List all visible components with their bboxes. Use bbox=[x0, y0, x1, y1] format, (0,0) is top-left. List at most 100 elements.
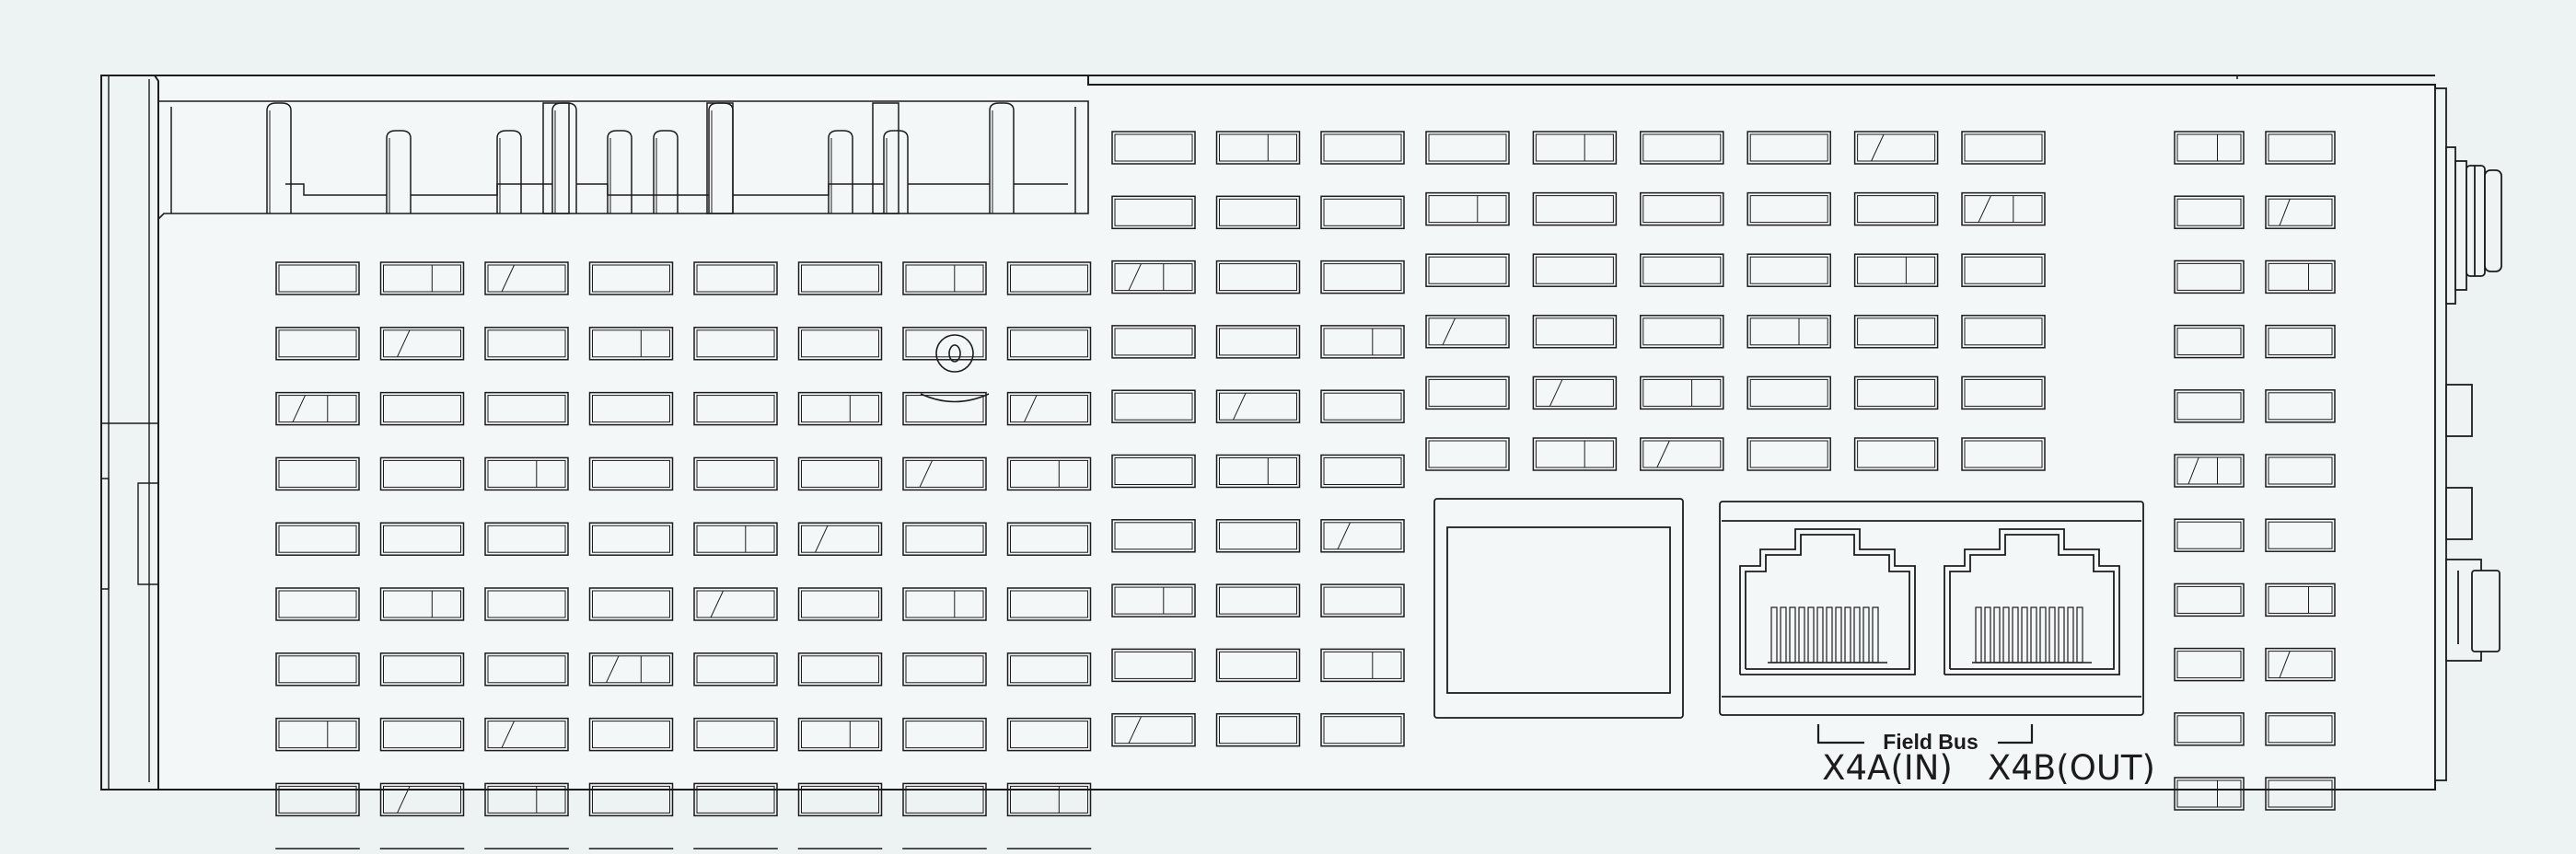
vent-slot bbox=[797, 522, 883, 556]
vent-slot bbox=[2265, 389, 2336, 423]
vent-slot bbox=[2174, 583, 2245, 617]
vent-slot bbox=[1853, 437, 1939, 471]
vent-slot-grid bbox=[275, 131, 2336, 854]
vent-slot bbox=[484, 522, 569, 556]
vent-slot bbox=[275, 782, 360, 817]
vent-slot bbox=[588, 717, 674, 752]
vent-slot bbox=[379, 327, 465, 361]
vent-slot bbox=[797, 587, 883, 621]
vent-slot bbox=[693, 327, 778, 361]
vent-slot bbox=[275, 391, 360, 426]
vent-slot bbox=[1425, 375, 1510, 410]
vent-slot bbox=[275, 522, 360, 556]
vent-slot bbox=[1111, 195, 1196, 230]
vent-slot bbox=[484, 391, 569, 426]
vent-slot bbox=[588, 782, 674, 817]
vent-slot bbox=[1746, 131, 1831, 165]
vent-slot bbox=[1853, 375, 1939, 410]
vent-slot bbox=[1215, 583, 1301, 617]
vent-slot bbox=[693, 456, 778, 491]
vent-slot bbox=[2265, 647, 2336, 682]
vent-slot bbox=[2265, 260, 2336, 294]
vent-slot bbox=[797, 652, 883, 687]
vent-slot bbox=[1853, 315, 1939, 349]
vent-slot bbox=[797, 327, 883, 361]
vent-slot bbox=[1111, 712, 1196, 747]
field-bus-label: Field Bus bbox=[1883, 730, 1978, 754]
vent-slot bbox=[1111, 325, 1196, 359]
vent-slot bbox=[1111, 519, 1196, 553]
vent-slot bbox=[2174, 389, 2245, 423]
vent-slot bbox=[484, 587, 569, 621]
heatsink-fins bbox=[170, 102, 1076, 214]
vent-slot bbox=[1532, 375, 1618, 410]
vent-slot bbox=[1006, 327, 1092, 361]
vent-slot bbox=[1961, 253, 2046, 287]
vent-slot bbox=[693, 652, 778, 687]
vent-slot bbox=[902, 717, 987, 752]
port-label-x4a: X4A(IN) bbox=[1822, 748, 1953, 788]
display-window bbox=[1433, 498, 1684, 719]
vent-slot bbox=[902, 261, 987, 295]
vent-slot bbox=[1215, 648, 1301, 683]
vent-slot bbox=[275, 456, 360, 491]
vent-slot bbox=[693, 522, 778, 556]
vent-slot bbox=[1532, 437, 1618, 471]
vent-slot bbox=[2265, 712, 2336, 746]
vent-slot bbox=[2174, 131, 2245, 165]
vent-slot bbox=[1961, 437, 2046, 471]
vent-slot bbox=[797, 456, 883, 491]
vent-slot bbox=[1961, 315, 2046, 349]
vent-slot bbox=[1853, 253, 1939, 287]
vent-slot bbox=[797, 391, 883, 426]
vent-slot bbox=[588, 522, 674, 556]
vent-slot bbox=[1320, 583, 1405, 617]
vent-slot bbox=[1425, 437, 1510, 471]
vent-slot bbox=[693, 782, 778, 817]
vent-slot bbox=[1215, 454, 1301, 489]
vent-slot bbox=[275, 652, 360, 687]
vent-slot bbox=[275, 261, 360, 295]
rj45-port-x4b[interactable] bbox=[1944, 528, 2120, 675]
vent-slot bbox=[1111, 583, 1196, 617]
vent-slot bbox=[1215, 325, 1301, 359]
vent-slot bbox=[484, 261, 569, 295]
vent-slot bbox=[484, 782, 569, 817]
vent-slot bbox=[1111, 389, 1196, 423]
vent-slot bbox=[1006, 456, 1092, 491]
vent-slot bbox=[588, 587, 674, 621]
vent-slot bbox=[588, 327, 674, 361]
vent-slot bbox=[1746, 437, 1831, 471]
vent-slot bbox=[2174, 777, 2245, 811]
vent-slot bbox=[2265, 454, 2336, 488]
vent-slot bbox=[275, 587, 360, 621]
vent-slot bbox=[902, 456, 987, 491]
vent-slot bbox=[1215, 389, 1301, 423]
vent-slot bbox=[902, 652, 987, 687]
vent-slot bbox=[2174, 647, 2245, 682]
round-feature bbox=[920, 334, 990, 403]
vent-slot bbox=[2174, 518, 2245, 552]
vent-slot bbox=[1215, 712, 1301, 747]
vent-slot bbox=[1425, 315, 1510, 349]
vent-slot bbox=[797, 717, 883, 752]
vent-slot bbox=[1746, 375, 1831, 410]
rj45-port-x4a[interactable] bbox=[1739, 528, 1916, 675]
vent-slot bbox=[902, 391, 987, 426]
vent-slot bbox=[1111, 454, 1196, 489]
vent-slot bbox=[2174, 260, 2245, 294]
vent-slot bbox=[797, 261, 883, 295]
left-end-cap bbox=[100, 75, 159, 791]
vent-slot bbox=[1425, 253, 1510, 287]
vent-slot bbox=[693, 717, 778, 752]
vent-slot bbox=[1746, 253, 1831, 287]
vent-slot bbox=[2174, 324, 2245, 359]
vent-slot bbox=[797, 782, 883, 817]
vent-slot bbox=[1532, 191, 1618, 226]
vent-slot bbox=[588, 261, 674, 295]
vent-slot bbox=[1320, 131, 1405, 165]
vent-slot bbox=[1640, 253, 1724, 287]
vent-slot bbox=[1111, 131, 1196, 165]
